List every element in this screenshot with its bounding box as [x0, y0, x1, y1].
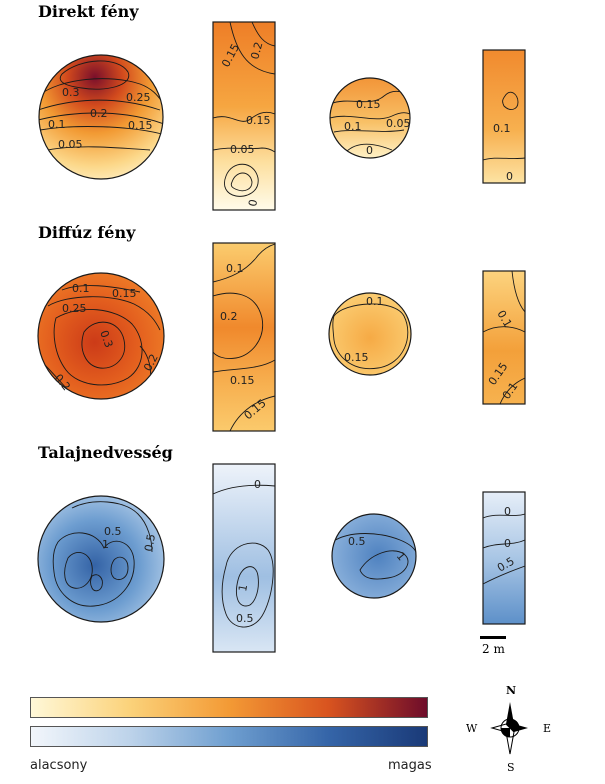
contour-map-grid: 0.3 0.25 0.2 0.15 0.1 0.05 0.15 0.2 0.15… — [37, 21, 526, 653]
contour-label: 0.5 — [236, 612, 254, 625]
contour-label: 0.2 — [90, 107, 108, 120]
compass-east-label: E — [543, 722, 552, 735]
contour-label: 0 — [366, 144, 373, 157]
contour-label: 1 — [102, 538, 109, 551]
contour-label: 0.15 — [128, 119, 153, 132]
light-color-ramp — [30, 697, 428, 718]
contour-label: 0.3 — [97, 329, 115, 350]
map-moisture-rect-tall — [212, 463, 276, 653]
map-moisture-circle-large — [37, 495, 165, 623]
contour-label: 0.25 — [126, 91, 151, 104]
contour-label: 0.15 — [230, 374, 255, 387]
contour-label: 0 — [504, 537, 511, 550]
map-direct-rect-narrow — [482, 49, 526, 184]
map-direct-rect-tall — [212, 21, 276, 211]
scale-bar-line — [480, 636, 506, 639]
legend-high-label: magas — [388, 758, 432, 773]
contour-label: 0.5 — [104, 525, 122, 538]
contour-label: 0.15 — [356, 98, 381, 111]
contour-label: 0 — [504, 505, 511, 518]
map-direct-circle-large — [38, 54, 164, 180]
contour-label: 0.15 — [246, 114, 271, 127]
map-diffuse-circle-small — [328, 292, 412, 376]
contour-label: 0.5 — [348, 535, 366, 548]
map-direct-circle-small — [329, 77, 411, 159]
contour-label: 0.1 — [226, 262, 244, 275]
scale-bar: 2 m — [480, 636, 506, 656]
map-diffuse-rect-tall — [212, 242, 276, 432]
map-diffuse-circle-large — [37, 272, 165, 400]
contour-label: 0.15 — [112, 287, 137, 300]
contour-label: 0.1 — [366, 295, 384, 308]
contour-label: 0.25 — [62, 302, 87, 315]
section-title-direct-light: Direkt fény — [38, 2, 139, 21]
compass-rose-icon — [490, 702, 528, 755]
contour-label: 0 — [254, 478, 261, 491]
compass-north-label: N — [506, 684, 517, 697]
contour-label: 0 — [246, 198, 260, 207]
legend-low-label: alacsony — [30, 758, 88, 773]
contour-label: 0.05 — [386, 117, 411, 130]
section-title-soil-moisture: Talajnedvesség — [38, 443, 173, 462]
moisture-color-ramp — [30, 726, 428, 747]
contour-label: 0.5 — [142, 533, 158, 552]
section-title-diffuse-light: Diffúz fény — [38, 223, 136, 242]
compass-west-label: W — [466, 722, 478, 735]
map-moisture-circle-small — [331, 513, 417, 599]
contour-label: 1 — [236, 583, 250, 592]
map-diffuse-rect-narrow — [482, 270, 526, 405]
contour-label: 0.05 — [230, 143, 255, 156]
contour-label: 0 — [506, 170, 513, 183]
compass-south-label: S — [507, 761, 515, 774]
contour-label: 0.2 — [248, 41, 265, 61]
contour-label: 0.15 — [344, 351, 369, 364]
contour-label: 0.2 — [220, 310, 238, 323]
contour-label: 0.1 — [344, 120, 362, 133]
contour-label: 0.1 — [48, 118, 66, 131]
scale-bar-label: 2 m — [482, 642, 505, 656]
contour-label: 0.1 — [72, 282, 90, 295]
contour-label: 0.05 — [58, 138, 83, 151]
contour-label: 0.1 — [493, 122, 511, 135]
map-moisture-rect-narrow — [482, 491, 526, 625]
contour-label: 0.3 — [62, 86, 80, 99]
